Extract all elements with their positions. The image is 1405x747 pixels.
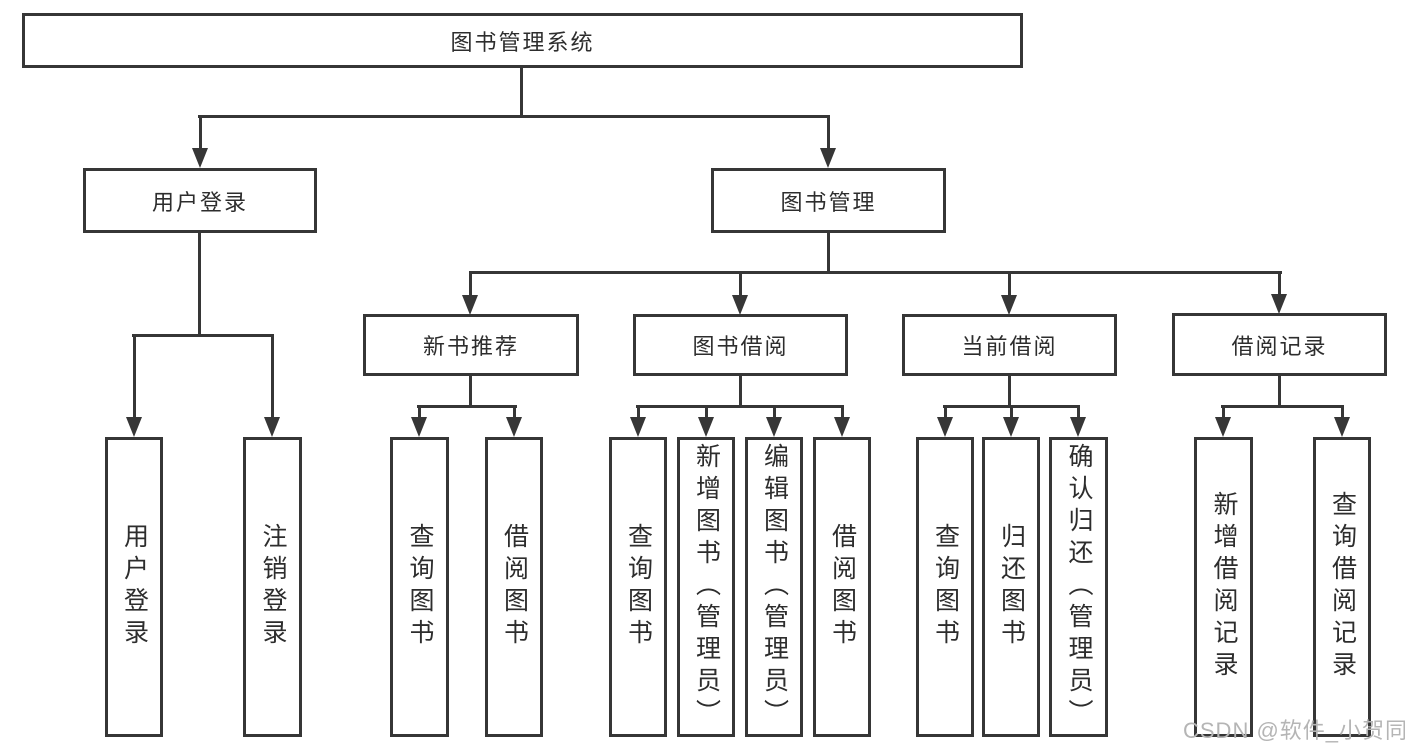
connector-arrow-shaft-rc1	[1222, 405, 1225, 419]
connector-root-rail	[198, 115, 830, 118]
connector-arrow-shaft-bookborrow	[739, 271, 742, 298]
leaf-borrowing-add-books-admin-label: 新增图书（管理员）	[692, 443, 721, 731]
arrowhead-bookborrow	[732, 295, 748, 315]
arrowhead-cb-query	[937, 417, 953, 437]
connector-mgmt-rail	[469, 271, 1282, 274]
leaf-current-return-books-label: 归还图书	[997, 523, 1026, 651]
leaf-current-return-books: 归还图书	[982, 437, 1040, 737]
node-book-management-label: 图书管理	[780, 189, 877, 215]
node-book-borrowing: 图书借阅	[633, 314, 848, 376]
leaf-records-add-record: 新增借阅记录	[1194, 437, 1253, 737]
node-new-book-recommendation-label: 新书推荐	[422, 334, 519, 359]
leaf-logout-label: 注销登录	[259, 523, 287, 651]
leaf-current-query-books: 查询图书	[916, 437, 974, 737]
connector-arrow-shaft-cb2	[1010, 405, 1013, 419]
arrowhead-bb-query	[630, 417, 646, 437]
connector-arrow-shaft-user-login	[199, 115, 202, 151]
arrowhead-bb-add	[698, 417, 714, 437]
arrowhead-cb-confirm	[1070, 417, 1086, 437]
csdn-watermark: CSDN @软件_小贺同学	[1183, 718, 1405, 743]
leaf-borrowing-edit-books-admin: 编辑图书（管理员）	[745, 437, 803, 737]
connector-arrow-shaft-leaf-login	[133, 334, 136, 419]
leaf-borrowing-edit-books-admin-label: 编辑图书（管理员）	[760, 443, 789, 731]
node-new-book-recommendation: 新书推荐	[363, 314, 579, 376]
connector-root-stub	[520, 66, 523, 118]
node-borrowing-records: 借阅记录	[1172, 313, 1387, 376]
arrowhead-leaf-login	[126, 417, 142, 437]
node-book-borrowing-label: 图书借阅	[692, 334, 789, 359]
connector-arrow-shaft-leaf-logout	[271, 334, 274, 419]
leaf-borrowing-query-books: 查询图书	[609, 437, 667, 737]
leaf-borrowing-borrow-books: 借阅图书	[813, 437, 871, 737]
connector-arrow-shaft-bb4	[841, 405, 844, 419]
connector-records-stub	[1278, 376, 1281, 408]
connector-arrow-shaft-cb1	[944, 405, 947, 419]
connector-newbook-rail	[417, 405, 517, 408]
leaf-logout: 注销登录	[243, 437, 302, 737]
leaf-current-confirm-return-admin: 确认归还（管理员）	[1049, 437, 1108, 737]
connector-records-rail	[1221, 405, 1344, 408]
arrowhead-nb-borrow	[506, 417, 522, 437]
arrowhead-records	[1271, 294, 1287, 314]
leaf-newbook-query-books-label: 查询图书	[406, 523, 434, 651]
arrowhead-rc-add	[1215, 417, 1231, 437]
connector-arrow-shaft-nb1	[418, 405, 421, 419]
arrowhead-bb-borrow	[834, 417, 850, 437]
leaf-records-query-record-label: 查询借阅记录	[1328, 491, 1357, 683]
arrowhead-leaf-logout	[264, 417, 280, 437]
connector-arrow-shaft-newbook	[469, 271, 472, 298]
connector-borrowing-rail	[636, 405, 844, 408]
connector-login-stub	[198, 233, 201, 337]
connector-arrow-shaft-bb2	[705, 405, 708, 419]
root-node-library-system: 图书管理系统	[22, 13, 1023, 68]
arrowhead-rc-query	[1334, 417, 1350, 437]
connector-login-rail	[132, 334, 274, 337]
leaf-current-confirm-return-admin-label: 确认归还（管理员）	[1065, 443, 1093, 731]
root-node-label: 图书管理系统	[450, 29, 595, 55]
connector-current-stub	[1008, 376, 1011, 408]
leaf-newbook-borrow-books-label: 借阅图书	[500, 523, 529, 651]
arrowhead-nb-query	[411, 417, 427, 437]
leaf-records-add-record-label: 新增借阅记录	[1210, 491, 1238, 683]
leaf-borrowing-borrow-books-label: 借阅图书	[828, 523, 857, 651]
connector-newbook-stub	[469, 376, 472, 408]
node-user-login-label: 用户登录	[151, 189, 248, 215]
node-book-management: 图书管理	[711, 168, 946, 233]
connector-arrow-shaft-currentborrow	[1008, 271, 1011, 298]
leaf-user-login-label: 用户登录	[120, 523, 149, 651]
connector-arrow-shaft-bb1	[637, 405, 640, 419]
node-current-borrowing-label: 当前借阅	[961, 334, 1058, 359]
arrowhead-cb-return	[1003, 417, 1019, 437]
leaf-newbook-borrow-books: 借阅图书	[485, 437, 543, 737]
connector-arrow-shaft-bb3	[773, 405, 776, 419]
arrowhead-bb-edit	[766, 417, 782, 437]
leaf-newbook-query-books: 查询图书	[390, 437, 449, 737]
arrowhead-newbook	[462, 295, 478, 315]
arrowhead-book-management	[820, 148, 836, 168]
connector-mgmt-stub	[827, 233, 830, 274]
leaf-user-login: 用户登录	[105, 437, 163, 737]
connector-arrow-shaft-records	[1278, 271, 1281, 298]
connector-borrowing-stub	[739, 376, 742, 408]
leaf-current-query-books-label: 查询图书	[931, 523, 960, 651]
connector-arrow-shaft-cb3	[1077, 405, 1080, 419]
leaf-borrowing-query-books-label: 查询图书	[624, 523, 653, 651]
leaf-records-query-record: 查询借阅记录	[1313, 437, 1371, 737]
node-borrowing-records-label: 借阅记录	[1231, 333, 1328, 359]
arrowhead-currentborrow	[1001, 295, 1017, 315]
arrowhead-user-login	[192, 148, 208, 168]
connector-arrow-shaft-nb2	[513, 405, 516, 419]
node-user-login: 用户登录	[83, 168, 317, 233]
leaf-borrowing-add-books-admin: 新增图书（管理员）	[677, 437, 735, 737]
node-current-borrowing: 当前借阅	[902, 314, 1117, 376]
connector-arrow-shaft-book-management	[827, 115, 830, 151]
connector-arrow-shaft-rc2	[1341, 405, 1344, 419]
